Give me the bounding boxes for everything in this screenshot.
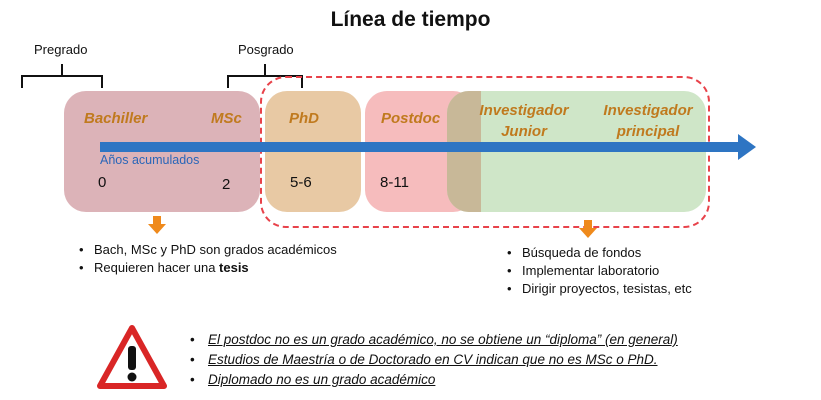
list-item: Implementar laboratorio [504, 262, 692, 280]
years-msc: 2 [222, 176, 231, 193]
marker-left-arrow-icon [148, 216, 166, 234]
list-item: Bach, MSc y PhD son grados académicos [76, 241, 337, 259]
warning-triangle-icon [97, 325, 167, 389]
stage-bachiller-label: Bachiller [84, 110, 148, 127]
warnings-list: El postdoc no es un grado académico, no … [186, 330, 678, 390]
notes-left-list: Bach, MSc y PhD son grados académicos Re… [76, 241, 337, 277]
years-label: Años acumulados [100, 153, 200, 167]
years-phd: 5-6 [290, 174, 312, 191]
list-item: Estudios de Maestría o de Doctorado en C… [186, 350, 678, 370]
list-item: Búsqueda de fondos [504, 244, 692, 262]
pregrado-bracket [21, 64, 103, 88]
list-item: El postdoc no es un grado académico, no … [186, 330, 678, 350]
years-bachiller: 0 [98, 174, 107, 191]
list-item: Diplomado no es un grado académico [186, 370, 678, 390]
list-item: Requieren hacer una tesis [76, 259, 337, 277]
stage-msc-label: MSc [211, 110, 242, 127]
list-item: Dirigir proyectos, tesistas, etc [504, 280, 692, 298]
posgrado-bracket [227, 64, 303, 88]
years-postdoc: 8-11 [380, 174, 409, 191]
pregrado-label: Pregrado [34, 42, 88, 57]
marker-right-arrow-icon [579, 220, 597, 238]
stage-phd-label: PhD [289, 110, 319, 127]
stage-postdoc-label: Postdoc [381, 110, 441, 127]
page-title: Línea de tiempo [330, 8, 491, 31]
notes-right-list: Búsqueda de fondos Implementar laborator… [504, 244, 692, 298]
posgrado-label: Posgrado [238, 42, 294, 57]
